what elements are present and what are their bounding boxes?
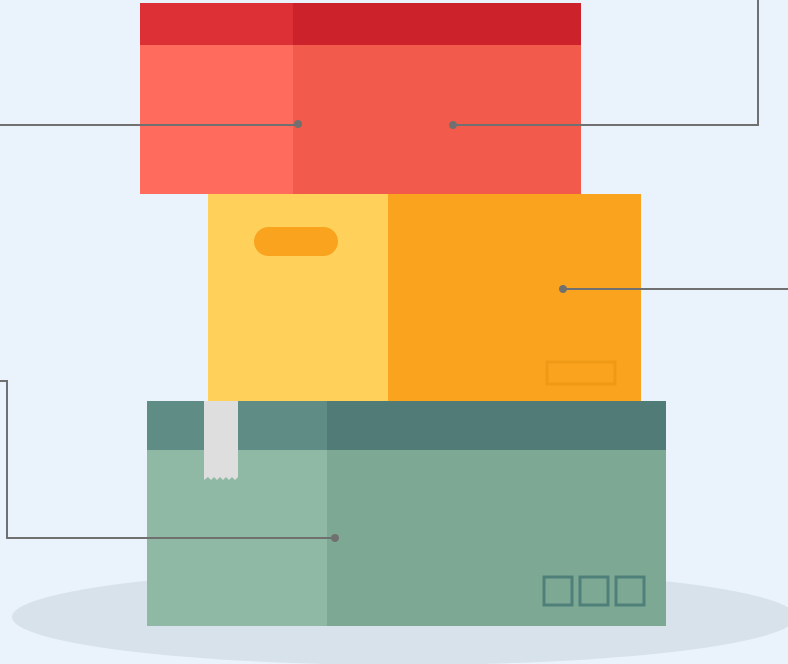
middle-box (208, 194, 641, 401)
packing-tape (204, 401, 238, 480)
top-box (140, 3, 581, 194)
top-box-lid-right (293, 3, 581, 45)
top-box-lid-left (140, 3, 293, 45)
callout-anchor-dot (449, 121, 457, 129)
top-box-body-right (293, 44, 581, 194)
handle-slot-icon (254, 227, 338, 256)
top-box-body-left (140, 44, 293, 194)
bottom-box-lid-right (327, 401, 666, 450)
middle-box-left-face (208, 194, 388, 401)
bottom-box (147, 401, 666, 626)
callout-anchor-dot (331, 534, 339, 542)
callout-anchor-dot (559, 285, 567, 293)
callout-anchor-dot (294, 120, 302, 128)
middle-box-right-face (388, 194, 641, 401)
